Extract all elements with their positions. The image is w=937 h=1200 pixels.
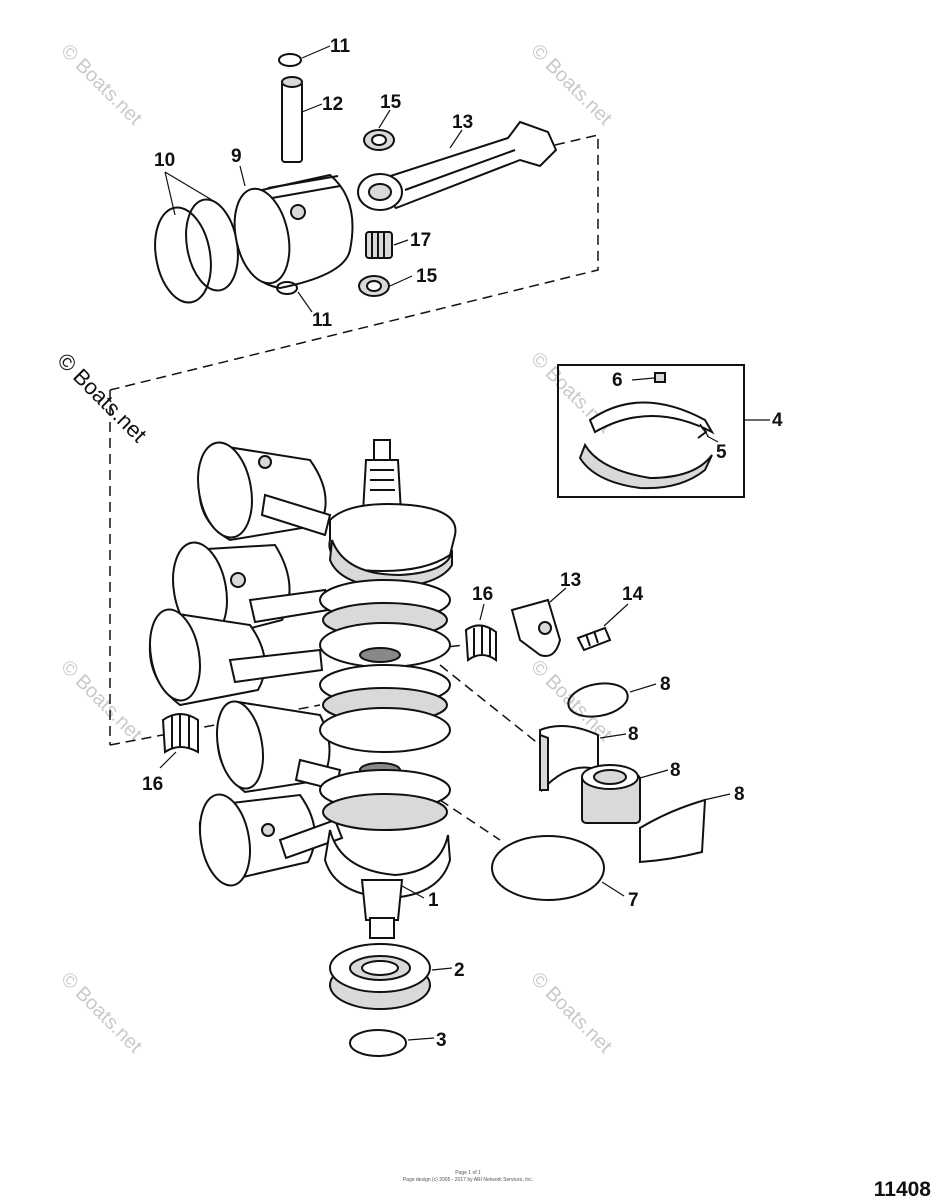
callout-numbers: 11 12 15 13 10 9 17 15 11 6 4 5 16 13 14… xyxy=(142,36,783,1051)
watermark: © Boats.net xyxy=(526,968,616,1058)
callout-8: 8 xyxy=(670,760,681,781)
crankshaft-assembly xyxy=(109,390,707,1057)
watermark: © Boats.net xyxy=(526,40,616,130)
ring-half-4-top xyxy=(588,401,715,435)
needle-bearing-16-right xyxy=(464,624,497,662)
connecting-rod-13 xyxy=(357,120,558,211)
retaining-ring-3 xyxy=(349,1029,407,1057)
callout-17: 17 xyxy=(410,230,431,251)
callout-15: 15 xyxy=(380,92,402,113)
clip-ring-11-bottom xyxy=(276,281,298,295)
callout-14: 14 xyxy=(622,584,644,605)
watermark: © Boats.net xyxy=(56,656,146,746)
callout-11: 11 xyxy=(312,310,333,331)
callout-5: 5 xyxy=(716,442,727,463)
watermark: © Boats.net xyxy=(56,968,146,1058)
callout-16: 16 xyxy=(472,584,493,605)
piston-9 xyxy=(233,173,354,290)
rod-cap-13 xyxy=(510,598,562,657)
piston-ring-10b xyxy=(185,198,239,292)
needle-bearing-8 xyxy=(581,764,641,824)
piston-pin-12 xyxy=(281,76,303,163)
callout-13: 13 xyxy=(452,112,473,133)
cylinder-pistons xyxy=(148,441,344,887)
callout-8: 8 xyxy=(628,724,639,745)
callout-9: 9 xyxy=(231,146,242,167)
retaining-ring-7 xyxy=(491,835,605,901)
callout-7: 7 xyxy=(628,890,639,911)
callout-leaders xyxy=(159,45,770,1041)
dashed-guide-bearing xyxy=(439,664,541,746)
piston-ring-10a xyxy=(154,206,212,304)
watermark: © Boats.net xyxy=(56,40,146,130)
dashed-guide-ring xyxy=(439,799,501,841)
callout-2: 2 xyxy=(454,960,465,981)
needle-bearing-16-left xyxy=(161,713,199,754)
ring-half-4-bottom xyxy=(578,442,713,490)
callout-15: 15 xyxy=(416,266,438,287)
ball-bearing-2 xyxy=(329,943,431,1010)
callout-16: 16 xyxy=(142,774,163,795)
callout-8: 8 xyxy=(734,784,745,805)
seal-ring-8 xyxy=(567,682,629,718)
cap-screw-14 xyxy=(576,626,612,652)
piston-rod-assembly xyxy=(109,53,599,391)
callout-4: 4 xyxy=(772,410,783,431)
clip-ring-11-top xyxy=(278,53,302,67)
callout-3: 3 xyxy=(436,1030,447,1051)
callout-12: 12 xyxy=(322,94,343,115)
diagram-code: 11408 xyxy=(874,1178,932,1200)
callout-10: 10 xyxy=(154,150,175,171)
dashed-guide xyxy=(109,134,599,391)
footer-copyright: Page design (c) 2005 - 2017 by ARI Netwo… xyxy=(403,1177,533,1183)
needle-bearing-17 xyxy=(365,231,393,259)
footer: Page 1 of 1 Page design (c) 2005 - 2017 … xyxy=(403,1170,931,1200)
bearing-half-8-right xyxy=(639,798,707,864)
retainer-6 xyxy=(654,372,666,383)
callout-1: 1 xyxy=(428,890,439,911)
detail-box-frame xyxy=(557,364,745,498)
callout-11: 11 xyxy=(330,36,351,57)
callout-13: 13 xyxy=(560,570,581,591)
callout-6: 6 xyxy=(612,370,623,391)
detail-box-ring-assembly xyxy=(557,364,745,498)
callout-8: 8 xyxy=(660,674,671,695)
watermark-main: © Boats.net xyxy=(52,348,151,447)
footer-page-count: Page 1 of 1 xyxy=(455,1170,481,1176)
crankshaft-1 xyxy=(319,439,457,939)
